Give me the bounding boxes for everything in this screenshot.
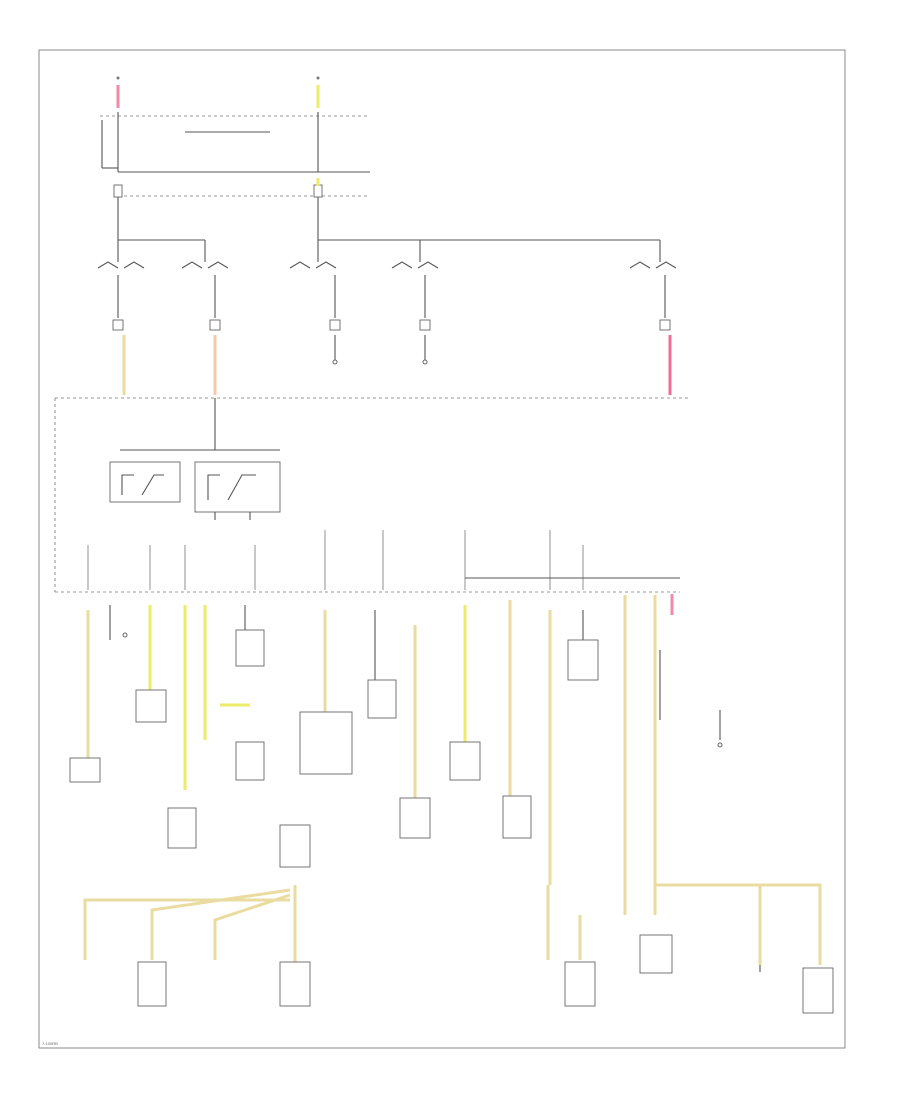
- component-k: [502, 795, 532, 839]
- component-c: [167, 807, 197, 849]
- component-q: [802, 967, 834, 1014]
- fuse-drops: [87, 530, 680, 590]
- fuse-block: [54, 397, 690, 615]
- ignition-switch-contacts: [97, 240, 677, 269]
- fuse-right: [313, 184, 323, 198]
- component-b: [135, 689, 167, 723]
- component-g: [279, 824, 311, 868]
- component-i: [399, 797, 431, 839]
- component-e: [235, 741, 265, 781]
- relay-left: [109, 461, 181, 503]
- diagram-frame: [38, 49, 846, 1049]
- component-m: [639, 934, 673, 974]
- relay-right: [194, 461, 281, 513]
- top-feed-section: [100, 76, 370, 240]
- component-f: [299, 711, 353, 775]
- terminal-left: [116, 76, 120, 80]
- footer-code: 7-100RB: [42, 1041, 58, 1046]
- component-a: [69, 757, 101, 783]
- component-l: [567, 639, 599, 681]
- component-h: [367, 679, 397, 719]
- component-o: [279, 961, 311, 1007]
- ignition-switch-section: [97, 239, 677, 395]
- component-branches: [69, 595, 723, 974]
- terminal-right: [316, 76, 320, 80]
- fuse-left: [113, 184, 123, 198]
- bottom-distribution: [83, 883, 834, 1014]
- component-d: [235, 629, 265, 667]
- component-n: [137, 961, 167, 1007]
- component-j: [449, 741, 481, 781]
- component-p: [564, 961, 596, 1007]
